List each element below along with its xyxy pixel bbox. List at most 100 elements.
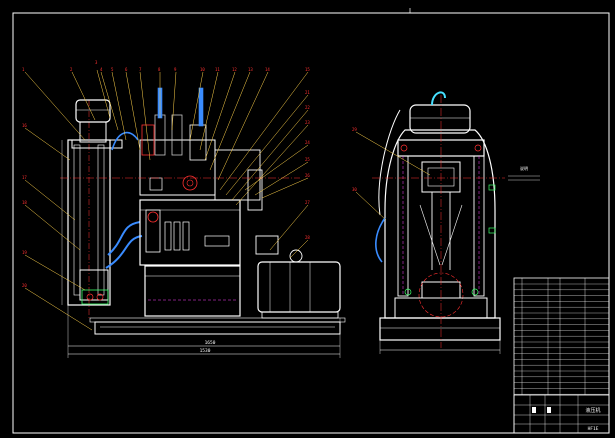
nameplate bbox=[204, 235, 230, 247]
balloon-leaders-top bbox=[24, 69, 309, 259]
svg-text:14: 14 bbox=[265, 67, 270, 72]
side-fitting-1 bbox=[488, 184, 496, 191]
side-view: 29 30 说明 bbox=[352, 91, 540, 354]
svg-text:22: 22 bbox=[305, 105, 310, 110]
dim-text-1650: 1650 bbox=[205, 340, 216, 346]
hose-top bbox=[111, 131, 139, 151]
crosshead-nut-r bbox=[474, 144, 482, 152]
left-column-rod-b bbox=[97, 144, 105, 296]
side-die-arc bbox=[418, 272, 464, 318]
base-plate bbox=[94, 321, 341, 335]
side-balloon-30: 30 bbox=[352, 187, 357, 192]
side-balloon-29: 29 bbox=[352, 127, 357, 132]
svg-text:7: 7 bbox=[139, 67, 142, 72]
valve-block-right bbox=[189, 124, 207, 161]
front-view: 1650 1530 bbox=[22, 60, 346, 358]
hose-left-2 bbox=[105, 235, 143, 269]
pressure-gauge bbox=[147, 211, 159, 223]
parts-list bbox=[513, 277, 610, 434]
side-fitting-2 bbox=[488, 227, 496, 234]
left-column-rod-a bbox=[73, 144, 81, 296]
flow-gear bbox=[182, 175, 198, 191]
svg-text:19: 19 bbox=[22, 250, 27, 255]
top-cylinder-body bbox=[79, 121, 107, 143]
side-bed-bolt-l bbox=[404, 288, 412, 296]
top-flange bbox=[71, 139, 123, 149]
control-cabinet bbox=[139, 199, 241, 266]
svg-text:27: 27 bbox=[305, 200, 310, 205]
title-block: 液压机 HF1E bbox=[513, 394, 610, 434]
svg-text:5: 5 bbox=[111, 67, 114, 72]
svg-text:18: 18 bbox=[22, 200, 27, 205]
motor-fan-cap bbox=[289, 249, 303, 263]
sheet-border bbox=[12, 12, 610, 434]
press-die-lower bbox=[81, 289, 109, 305]
svg-text:21: 21 bbox=[305, 90, 310, 95]
svg-text:9: 9 bbox=[174, 67, 177, 72]
side-leader-2 bbox=[355, 191, 387, 221]
title-block-frame bbox=[513, 394, 610, 434]
valve-1 bbox=[164, 221, 172, 251]
dim-text-1530: 1530 bbox=[200, 348, 211, 354]
base-runner bbox=[89, 317, 346, 323]
valve-3 bbox=[182, 221, 190, 251]
title-block-stamp-1 bbox=[532, 407, 536, 413]
svg-text:16: 16 bbox=[22, 123, 27, 128]
side-base bbox=[379, 317, 501, 341]
accumulator bbox=[247, 169, 263, 211]
svg-text:12: 12 bbox=[232, 67, 237, 72]
valve-block-left bbox=[141, 124, 155, 156]
side-leader-1 bbox=[355, 131, 431, 176]
electric-motor bbox=[257, 261, 341, 313]
valve-block bbox=[139, 139, 216, 196]
solenoid-1 bbox=[154, 114, 166, 156]
tall-rod-right bbox=[198, 87, 204, 127]
side-diag-1 bbox=[419, 204, 441, 266]
svg-text:25: 25 bbox=[305, 157, 310, 162]
side-top-hose bbox=[431, 91, 446, 106]
side-diag-2 bbox=[441, 204, 463, 266]
svg-text:24: 24 bbox=[305, 140, 310, 145]
svg-text:26: 26 bbox=[305, 173, 310, 178]
svg-text:4: 4 bbox=[100, 67, 103, 72]
svg-text:15: 15 bbox=[305, 67, 310, 72]
parts-list-rows bbox=[514, 283, 609, 395]
valve-2 bbox=[173, 221, 181, 251]
side-note: 说明 bbox=[520, 165, 528, 171]
svg-text:10: 10 bbox=[200, 67, 205, 72]
svg-text:17: 17 bbox=[22, 175, 27, 180]
die-bolt-1 bbox=[86, 293, 94, 301]
solenoid-2 bbox=[171, 114, 183, 156]
balloon-leaders-left bbox=[24, 127, 93, 331]
hose-left bbox=[107, 221, 141, 256]
motor-terminal-box bbox=[255, 235, 279, 255]
title-block-stamp-2 bbox=[547, 407, 551, 413]
press-ram bbox=[79, 269, 109, 301]
title-block-name: 液压机 bbox=[585, 407, 600, 414]
crosshead-nut-l bbox=[400, 144, 408, 152]
svg-text:6: 6 bbox=[125, 67, 128, 72]
pipe-bracket bbox=[149, 177, 163, 191]
svg-text:28: 28 bbox=[305, 235, 310, 240]
side-top-cylinder bbox=[409, 104, 471, 134]
side-frame bbox=[384, 129, 496, 319]
title-block-code: HF1E bbox=[588, 426, 599, 432]
die-bolt-2 bbox=[96, 293, 104, 301]
side-hose-left bbox=[375, 217, 386, 263]
svg-text:2: 2 bbox=[70, 67, 73, 72]
svg-text:23: 23 bbox=[305, 120, 310, 125]
top-cylinder-cap bbox=[75, 99, 111, 123]
oil-tank bbox=[144, 265, 241, 317]
svg-text:3: 3 bbox=[95, 60, 98, 65]
svg-text:20: 20 bbox=[22, 283, 27, 288]
side-frame-left-curve bbox=[378, 109, 401, 216]
svg-text:8: 8 bbox=[158, 67, 161, 72]
side-bed-bolt-r bbox=[471, 288, 479, 296]
accumulator-bracket bbox=[214, 149, 261, 201]
svg-text:11: 11 bbox=[215, 67, 220, 72]
svg-text:13: 13 bbox=[248, 67, 253, 72]
motor-feet bbox=[261, 311, 339, 319]
flow-gear-inner bbox=[186, 179, 194, 187]
